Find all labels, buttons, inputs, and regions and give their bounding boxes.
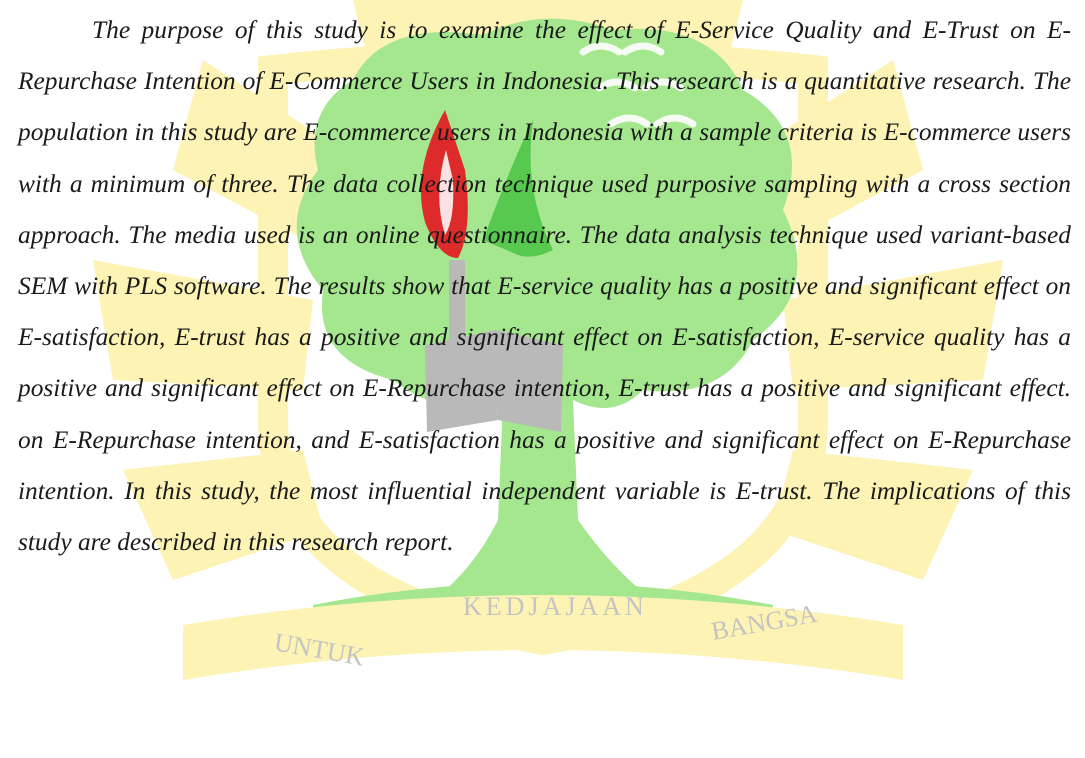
motto-ribbon bbox=[182, 595, 903, 680]
abstract-paragraph: The purpose of this study is to examine … bbox=[18, 16, 1071, 557]
torch-flame-inner bbox=[438, 150, 453, 235]
tree-highlights bbox=[579, 42, 696, 128]
torch-handle bbox=[448, 260, 465, 350]
university-logo-watermark: UNTUK KEDJAJAAN BANGSA bbox=[92, 0, 1003, 680]
motto-center: KEDJAJAAN bbox=[463, 592, 648, 621]
book bbox=[424, 330, 563, 432]
